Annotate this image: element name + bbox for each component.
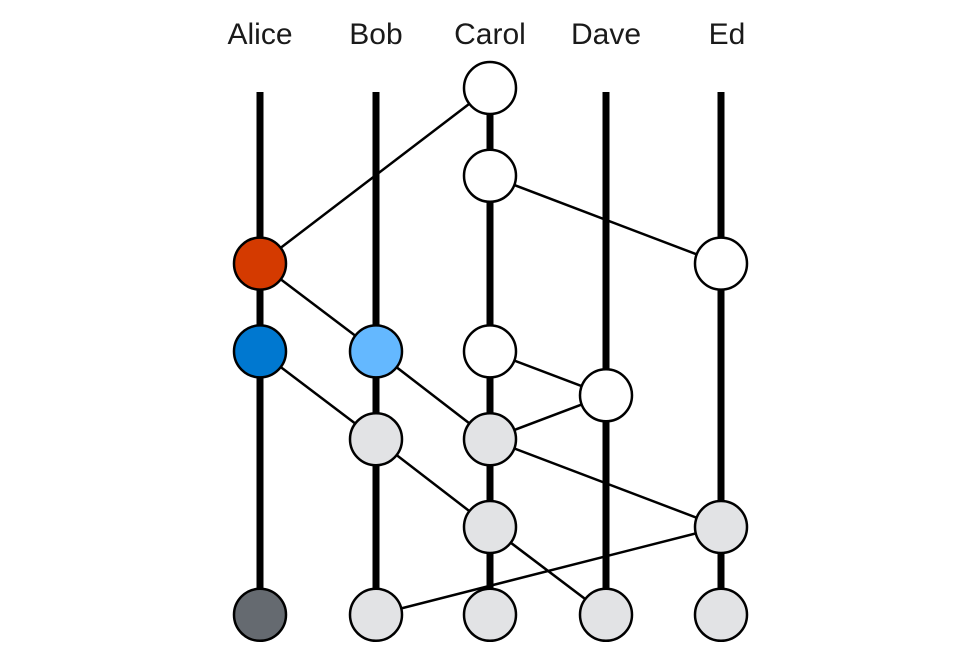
lane-label-alice: Alice [227, 18, 292, 51]
edge-c2-e1 [489, 174, 722, 265]
event-node-c4 [462, 411, 518, 467]
event-node-e2 [693, 499, 749, 555]
edge-c1-a1 [259, 87, 491, 265]
event-node-c2 [462, 148, 518, 204]
event-node-c1 [462, 60, 518, 116]
edge-c4-e2 [489, 438, 722, 529]
lane-label-dave: Dave [571, 18, 641, 51]
lane-label-carol: Carol [454, 18, 526, 51]
event-node-b2 [348, 411, 404, 467]
event-node-d1 [578, 368, 634, 423]
event-node-b1 [348, 324, 404, 379]
event-node-a3 [232, 587, 288, 643]
event-node-c6 [462, 587, 518, 643]
event-node-a1 [232, 236, 288, 291]
lane-label-bob: Bob [349, 18, 402, 51]
event-node-c3 [462, 324, 518, 379]
event-nodes [232, 60, 749, 643]
event-node-b3 [348, 587, 404, 643]
event-node-d2 [578, 587, 634, 643]
event-node-e1 [693, 236, 749, 291]
event-node-c5 [462, 499, 518, 555]
event-node-a2 [232, 324, 288, 379]
event-node-e3 [693, 587, 749, 643]
lane-label-ed: Ed [709, 18, 746, 51]
participant-labels: Alice Bob Carol Dave Ed [227, 18, 745, 51]
edge-e2-b3 [375, 525, 722, 617]
